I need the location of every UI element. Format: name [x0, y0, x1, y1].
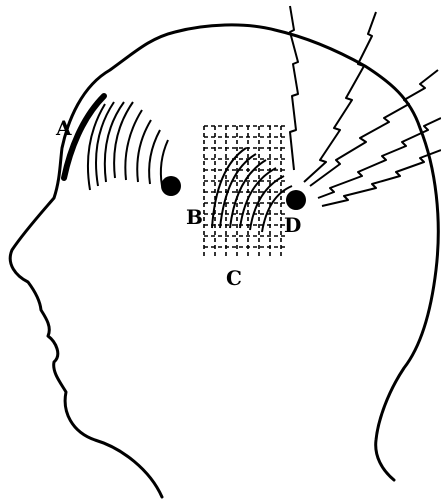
wave-arcs-a — [88, 102, 168, 190]
lightning-rays — [290, 6, 441, 206]
label-b: B — [186, 205, 203, 229]
grid-c — [204, 126, 286, 256]
electrode-b — [161, 176, 181, 196]
label-d: D — [284, 213, 301, 237]
label-c: C — [226, 266, 242, 290]
head-outline — [10, 25, 438, 497]
electrode-d — [286, 190, 306, 210]
wave-arcs-d — [212, 148, 292, 232]
label-a: A — [55, 116, 72, 140]
